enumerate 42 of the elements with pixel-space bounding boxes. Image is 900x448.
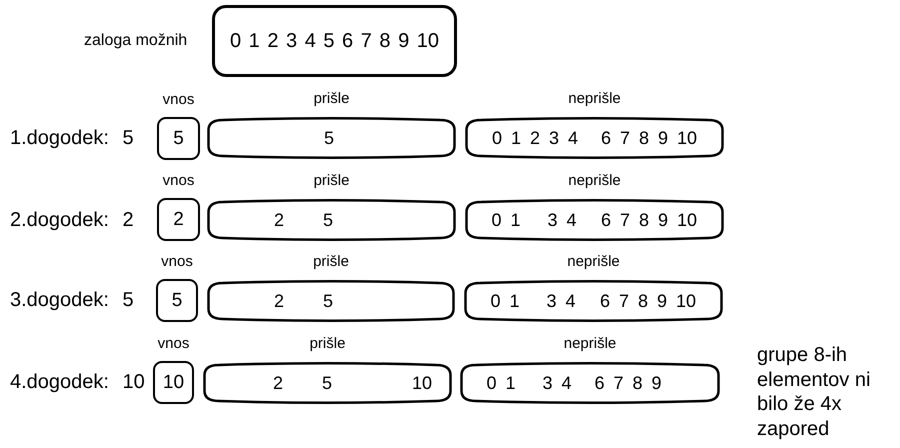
column-heading: vnos [161,253,193,271]
number-group: 0 1 2 3 4 [492,127,578,149]
entered-number: 5 [173,128,184,150]
event-label: 2.dogodek: 2 [10,208,134,232]
column-heading: vnos [158,335,190,353]
column-heading: prišle [310,335,346,353]
number-group: 6 7 8 9 10 [600,127,698,149]
number-group: 5 [323,209,333,231]
number-group: 2 [273,372,283,394]
event-label: 1.dogodek: 5 [10,126,134,150]
number-group: 6 7 8 9 [594,372,662,394]
entered-number: 2 [173,208,184,230]
column-heading: neprišle [568,90,621,108]
number-group: 3 4 [547,209,577,231]
side-label: zaloga možnih [84,31,188,51]
number-group: 2 [274,209,284,231]
column-heading: vnos [162,91,194,109]
number-group: 5 [324,127,334,149]
number-group: 5 [323,290,333,312]
column-heading: neprišle [568,172,621,190]
note-text: grupe 8-ih elementov ni bilo že 4x zapored [757,343,872,441]
number-group: 6 7 8 9 10 [600,209,698,231]
number-group: 5 [322,372,332,394]
column-heading: neprišle [567,253,620,271]
column-heading: vnos [162,172,194,190]
number-group: 2 [274,290,284,312]
column-heading: prišle [313,253,349,271]
number-group: 0 1 [490,290,520,312]
number-group: 3 4 [542,372,572,394]
column-heading: prišle [314,172,350,190]
event-label: 4.dogodek: 10 [10,370,145,394]
number-sequence: 0 1 2 3 4 5 6 7 8 9 10 [230,29,440,53]
column-heading: neprišle [564,335,616,353]
column-heading: prišle [314,90,350,108]
number-group: 0 1 [491,209,521,231]
number-group: 6 7 8 9 10 [600,290,696,312]
entered-number: 10 [162,372,184,394]
number-group: 10 [412,372,432,394]
entered-number: 5 [172,290,182,312]
number-group: 0 1 [486,372,516,394]
event-label: 3.dogodek: 5 [10,288,134,312]
number-group: 3 4 [546,290,576,312]
